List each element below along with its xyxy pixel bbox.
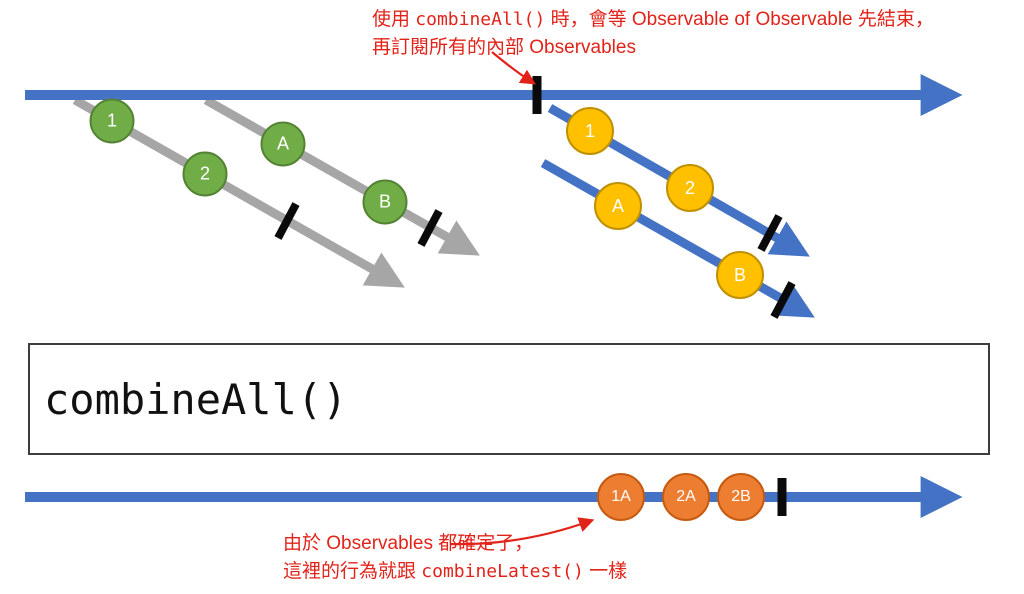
bottom-annotation-prefix: 這裡的行為就跟 bbox=[283, 561, 422, 582]
bottom-annotation-line2: 這裡的行為就跟 combineLatest() 一樣 bbox=[283, 558, 627, 586]
top-annotation-code: combineAll() bbox=[415, 9, 546, 30]
marble-inner2-before-A: A bbox=[260, 121, 306, 167]
top-annotation-suffix: 時，會等 Observable of Observable 先結束， bbox=[545, 9, 934, 30]
inner-observable-2-before-arrow bbox=[203, 96, 480, 256]
inner-observable-2-before-complete-tick bbox=[417, 209, 443, 247]
marble-inner2-before-B: B bbox=[362, 179, 408, 225]
inner-observable-1-before-complete-tick bbox=[274, 202, 300, 240]
top-annotation-pointer-arrow bbox=[491, 51, 536, 85]
inner-observable-1-after-complete-tick bbox=[757, 214, 783, 252]
top-annotation-line1: 使用 combineAll() 時，會等 Observable of Obser… bbox=[372, 6, 934, 34]
marble-output-2A: 2A bbox=[662, 473, 710, 521]
marble-output-1A: 1A bbox=[597, 473, 645, 521]
operator-box: combineAll() bbox=[28, 343, 990, 455]
marble-inner2-after-A: A bbox=[594, 182, 642, 230]
top-annotation-prefix: 使用 bbox=[372, 9, 416, 30]
marble-inner1-after-1: 1 bbox=[566, 107, 614, 155]
operator-label: combineAll() bbox=[44, 374, 348, 424]
inner-observable-2-after-arrow bbox=[540, 159, 815, 318]
bottom-annotation-pointer-arrow bbox=[449, 517, 595, 546]
marble-inner2-after-B: B bbox=[716, 251, 764, 299]
bottom-annotation-code: combineLatest() bbox=[421, 561, 584, 582]
bottom-annotation-suffix: 一樣 bbox=[583, 561, 628, 582]
top-annotation-line2: 再訂閱所有的內部 Observables bbox=[372, 37, 636, 58]
bottom-annotation: 由於 Observables 都確定了， 這裡的行為就跟 combineLate… bbox=[283, 530, 627, 586]
marble-inner1-before-1: 1 bbox=[89, 98, 135, 144]
marble-output-2B: 2B bbox=[717, 473, 765, 521]
marble-inner1-before-2: 2 bbox=[182, 151, 228, 197]
top-annotation: 使用 combineAll() 時，會等 Observable of Obser… bbox=[372, 6, 934, 62]
inner-observable-2-after-complete-tick bbox=[770, 281, 796, 319]
bottom-annotation-line1: 由於 Observables 都確定了， bbox=[283, 533, 534, 554]
marble-inner1-after-2: 2 bbox=[666, 164, 714, 212]
